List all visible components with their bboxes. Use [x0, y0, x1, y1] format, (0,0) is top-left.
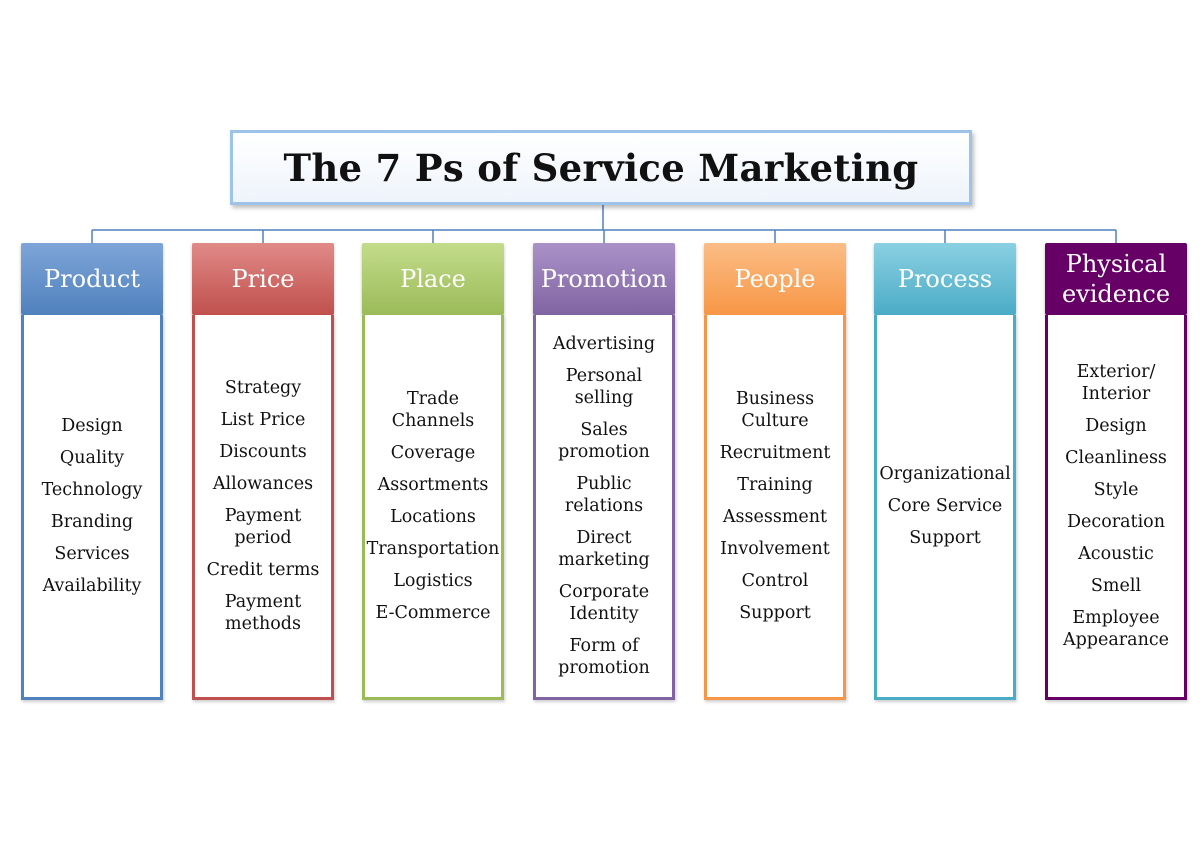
column-header-product: Product [21, 243, 163, 315]
column-header-place: Place [362, 243, 504, 315]
list-item: Decoration [1067, 512, 1165, 532]
list-item: Cleanliness [1065, 448, 1167, 468]
column-header-process: Process [874, 243, 1016, 315]
list-item: Support [739, 603, 811, 623]
list-item: Personal selling [565, 366, 643, 408]
list-item: Support [909, 528, 981, 548]
list-item: Assessment [722, 507, 828, 527]
list-item: Involvement [720, 539, 830, 559]
column-header-price: Price [192, 243, 334, 315]
list-item: Sales promotion [558, 420, 650, 462]
column-header-physical: Physical evidence [1045, 243, 1187, 315]
list-item: Allowances [212, 474, 314, 494]
list-item: Acoustic [1078, 544, 1154, 564]
list-item: Design [1085, 416, 1147, 436]
list-item: Exterior/ Interior [1076, 362, 1156, 404]
list-item: Transportation [366, 539, 500, 559]
list-item: Business Culture [735, 389, 815, 431]
diagram-title: The 7 Ps of Service Marketing [283, 145, 919, 190]
list-item: Advertising [552, 334, 656, 354]
list-item: Organizational [879, 464, 1011, 484]
list-item: Assortments [377, 475, 489, 495]
list-item: Strategy [224, 378, 302, 398]
list-item: Recruitment [719, 443, 831, 463]
column-header-promotion: Promotion [533, 243, 675, 315]
list-item: Corporate Identity [558, 582, 650, 624]
list-item: Coverage [390, 443, 476, 463]
list-item: Employee Appearance [1062, 608, 1170, 650]
list-item: Availability [42, 576, 142, 596]
list-item: Credit terms [206, 560, 320, 580]
list-item: Control [741, 571, 809, 591]
list-item: Training [737, 475, 813, 495]
list-item: Quality [59, 448, 125, 468]
list-item: Logistics [393, 571, 473, 591]
list-item: Form of promotion [558, 636, 650, 678]
list-item: Public relations [564, 474, 644, 516]
list-item: E-Commerce [375, 603, 491, 623]
list-item: Core Service [887, 496, 1003, 516]
list-item: Payment period [224, 506, 302, 548]
list-item: Direct marketing [558, 528, 650, 570]
list-item: Services [54, 544, 130, 564]
list-item: Discounts [219, 442, 307, 462]
list-item: List Price [220, 410, 306, 430]
column-header-people: People [704, 243, 846, 315]
connector-drops [91, 230, 1117, 243]
list-item: Branding [50, 512, 134, 532]
list-item: Style [1093, 480, 1139, 500]
list-item: Locations [390, 507, 476, 527]
list-item: Technology [41, 480, 143, 500]
list-item: Smell [1090, 576, 1142, 596]
list-item: Trade Channels [391, 389, 475, 431]
title-box: The 7 Ps of Service Marketing [230, 130, 972, 205]
list-item: Design [61, 416, 123, 436]
list-item: Payment methods [224, 592, 302, 634]
